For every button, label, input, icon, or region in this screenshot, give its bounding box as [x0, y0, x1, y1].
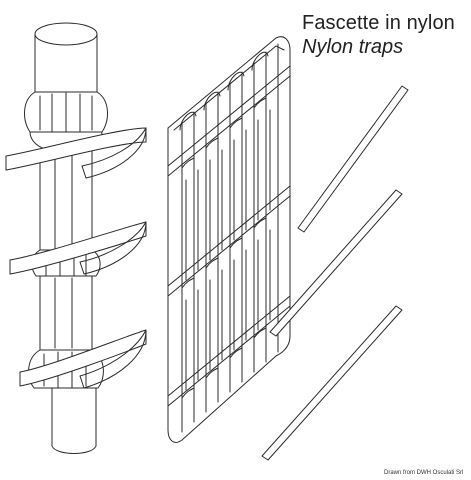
loose-straps: [261, 85, 409, 461]
panel-ribs: [181, 43, 279, 433]
strap-channels: [167, 65, 291, 407]
caption-italian: Fascette in nylon: [302, 12, 455, 34]
credit-text: Drawn from DWH Osculati Srl: [384, 470, 464, 476]
stanchion-assembly: [5, 22, 147, 454]
nylon-trap-panel: [167, 36, 291, 443]
caption-english: Nylon traps: [302, 36, 404, 58]
